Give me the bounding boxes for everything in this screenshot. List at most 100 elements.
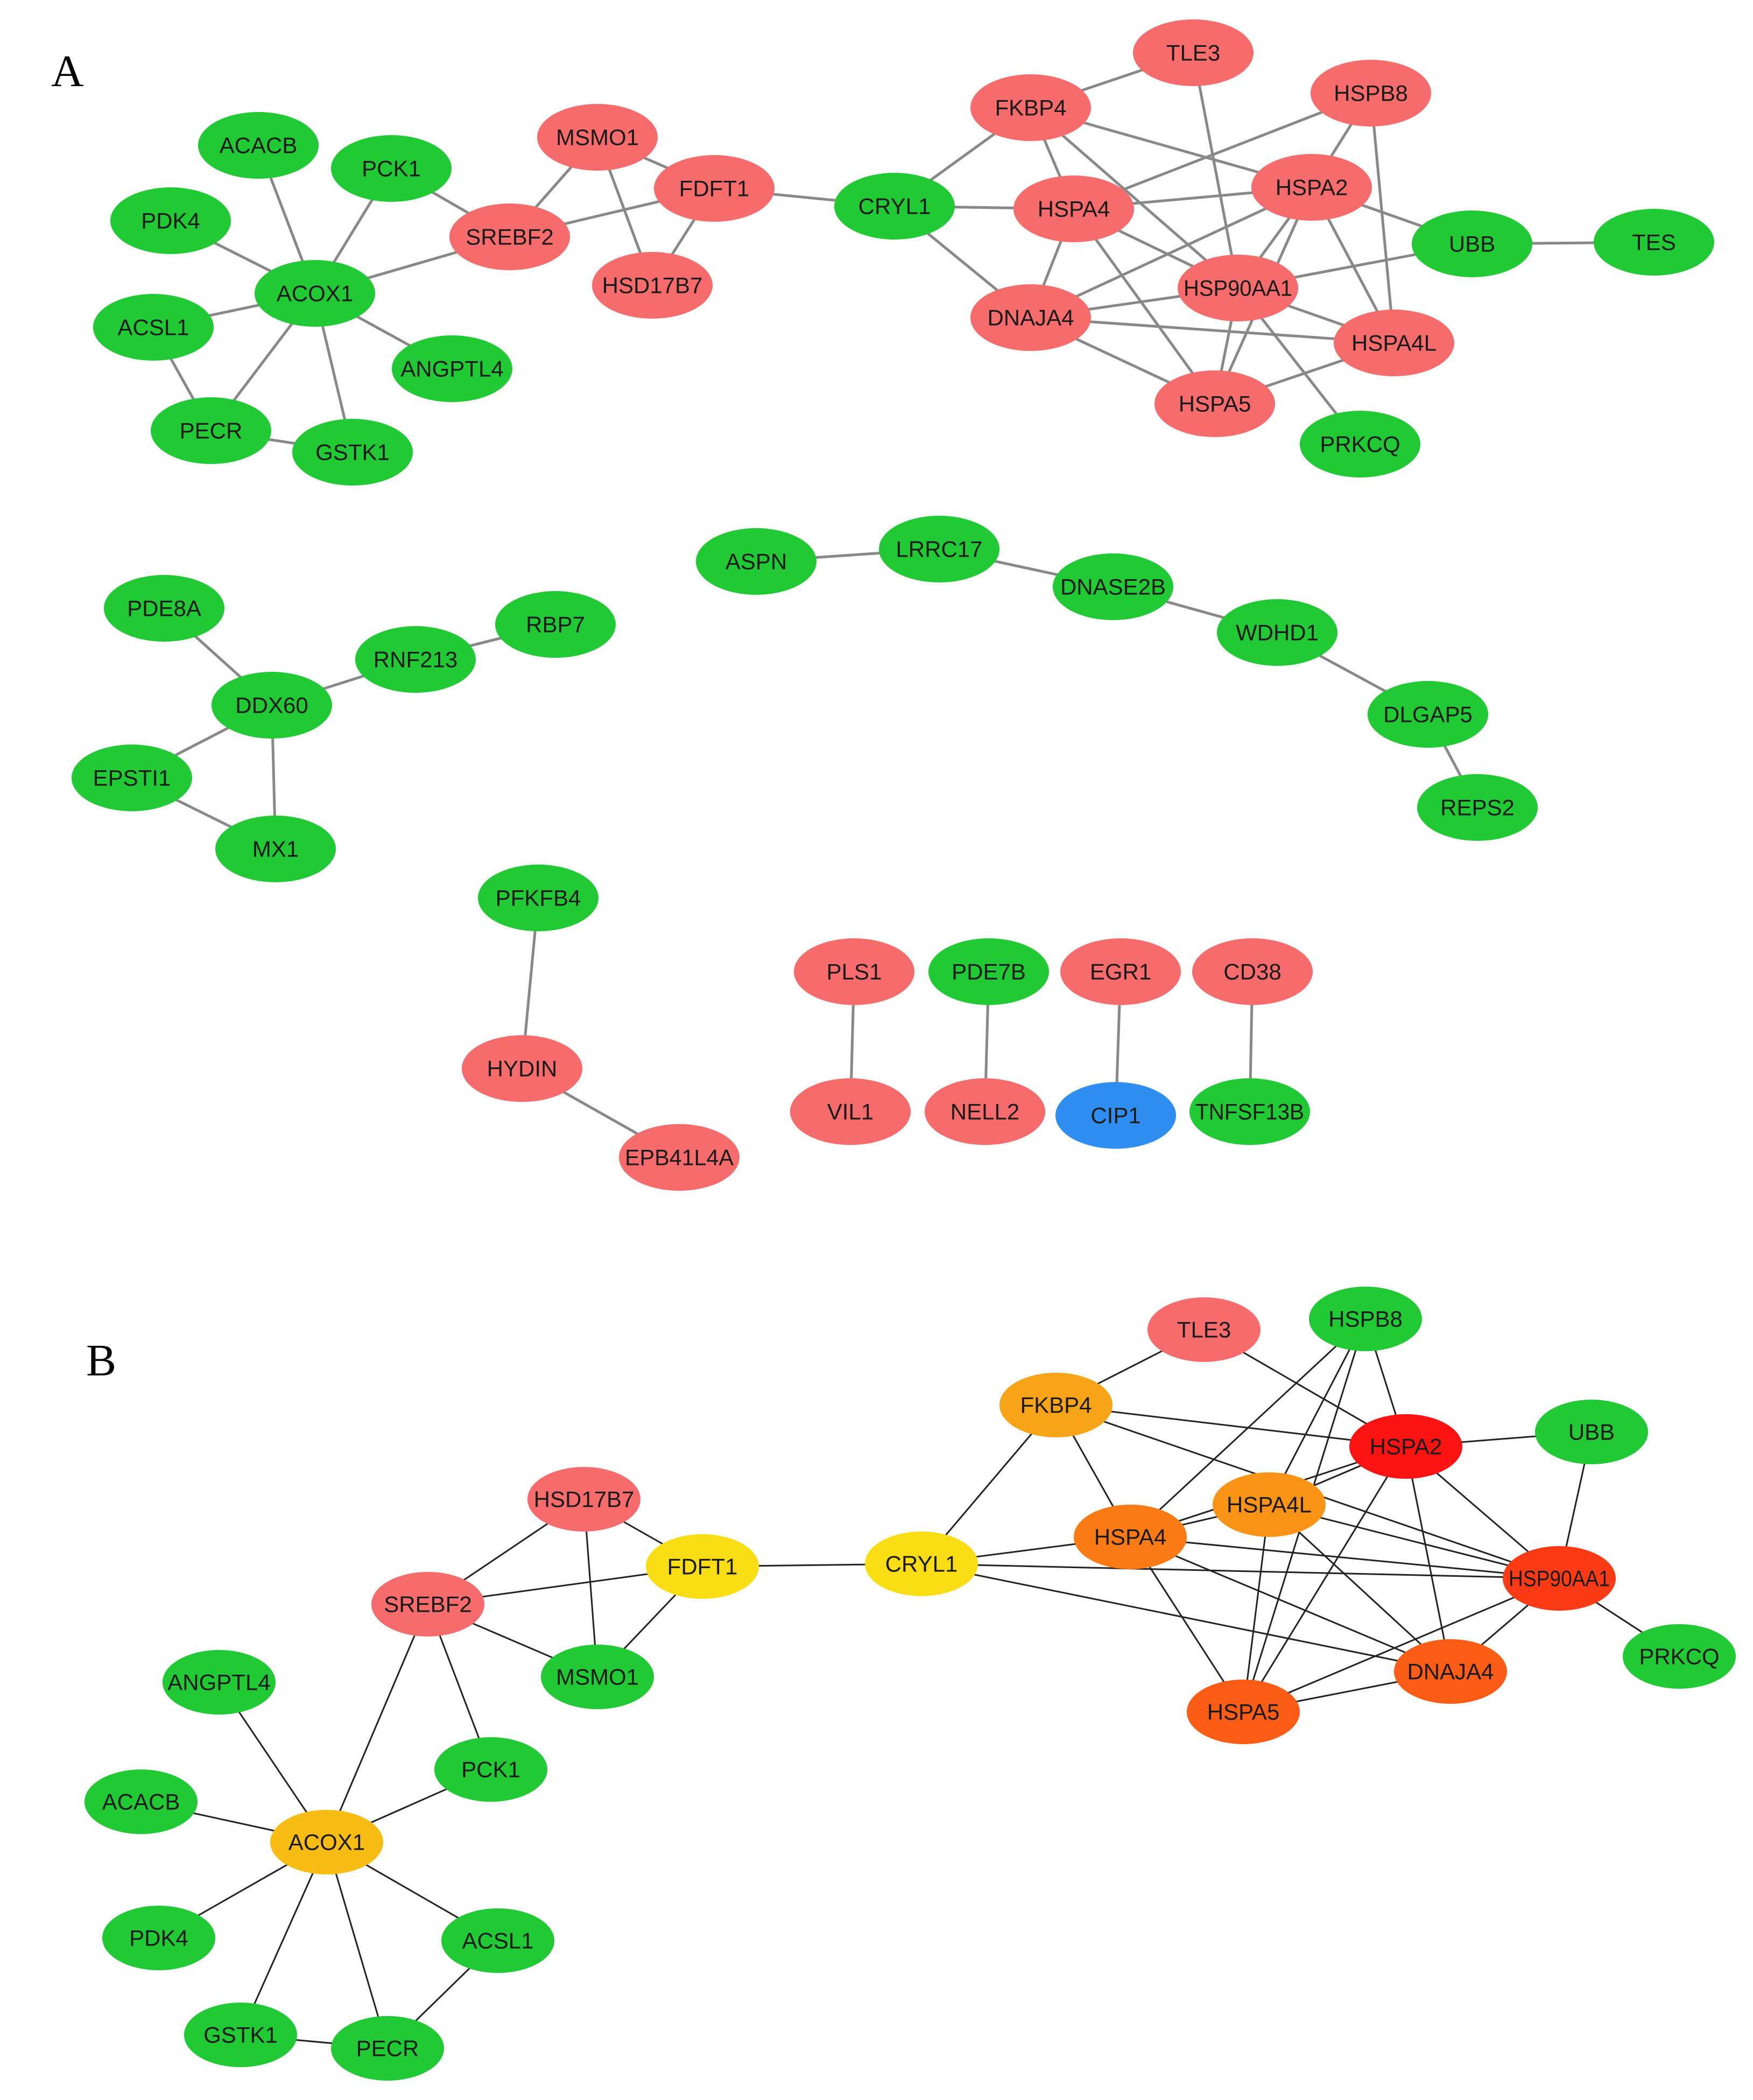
node-label: TLE3 [1177,1317,1231,1343]
edge-hspa4-hsp90aa1 [1130,1536,1560,1579]
node-ellipse [331,2016,444,2081]
node-ellipse [1154,370,1275,437]
node-ddx60: DDX60 [212,672,332,739]
node-label: ANGPTL4 [167,1670,270,1695]
node-fkbp4: FKBP4 [970,74,1091,141]
node-label: ACACB [102,1789,180,1815]
node-tle3: TLE3 [1147,1297,1261,1362]
node-ellipse [93,294,214,361]
node-label: HSPA5 [1179,391,1251,417]
node-label: DNAJA4 [987,305,1074,331]
node-pfkfb4: PFKFB4 [478,865,599,931]
node-msmo1: MSMO1 [541,1645,654,1709]
node-acacb: ACACB [198,112,319,179]
node-pck1: PCK1 [331,135,452,202]
node-ellipse [110,187,231,254]
node-hspa2: HSPA2 [1251,154,1372,221]
node-dnaja4: DNAJA4 [1394,1639,1507,1704]
node-label: HSPA2 [1276,175,1348,200]
node-label: RNF213 [374,647,457,672]
node-ellipse [865,1532,978,1596]
node-label: HSD17B7 [534,1487,635,1512]
node-ellipse [1178,255,1298,321]
node-label: GSTK1 [203,2022,278,2048]
node-ellipse [537,104,658,171]
edge-srebf2-acox1 [326,1604,429,1843]
edge-dnaja4-hspa4l [1030,316,1395,345]
node-acacb: ACACB [85,1769,198,1834]
node-ubb: UBB [1535,1400,1648,1464]
node-ellipse [1213,1472,1326,1537]
node-srebf2: SREBF2 [449,203,570,270]
node-label: SREBF2 [384,1592,471,1617]
node-label: ACSL1 [117,315,189,340]
node-label: ANGPTL4 [400,356,503,382]
node-label: FKBP4 [1020,1393,1092,1418]
node-reps2: REPS2 [1417,774,1538,841]
node-label: HSPB8 [1328,1307,1403,1332]
node-label: HSPA5 [1207,1699,1280,1725]
node-label: HSP90AA1 [1509,1566,1610,1591]
node-label: PRKCQ [1639,1644,1719,1669]
node-angptl4: ANGPTL4 [163,1650,276,1715]
node-label: HSPA4L [1351,331,1437,356]
node-ellipse [541,1645,654,1709]
node-epsti1: EPSTI1 [72,745,192,811]
node-pde8a: PDE8A [104,575,224,642]
node-ellipse [1334,310,1454,376]
node-ellipse [1535,1400,1648,1464]
node-ellipse [879,516,999,582]
node-tle3: TLE3 [1133,19,1254,86]
node-label: SREBF2 [466,224,553,250]
node-ellipse [434,1737,547,1802]
edge-hspa4-dnaja4 [1130,1536,1451,1673]
node-pdk4: PDK4 [110,187,231,254]
node-hspb8: HSPB8 [1311,60,1431,127]
node-label: DLGAP5 [1383,702,1473,727]
node-ellipse [654,155,775,222]
node-hspa2: HSPA2 [1349,1414,1462,1479]
node-hspa4: HSPA4 [1074,1505,1187,1569]
node-label: GSTK1 [315,440,390,465]
node-label: FDFT1 [679,176,750,201]
node-pecr: PECR [331,2016,444,2081]
node-dnase2b: DNASE2B [1053,553,1173,620]
node-tnfsf13b: TNFSF13B [1189,1078,1310,1145]
edge-hspa4l-dnaja4 [1268,1504,1452,1673]
node-srebf2: SREBF2 [371,1572,484,1637]
node-mx1: MX1 [215,816,336,882]
node-label: ACACB [220,133,298,158]
node-ellipse [215,816,336,882]
node-acox1: ACOX1 [270,1810,383,1874]
node-label: FDFT1 [667,1554,738,1579]
node-ellipse [102,1906,215,1970]
panel-a-nodes: ACACBPCK1PDK4ACOX1ACSL1ANGPTL4PECRGSTK1M… [72,19,1714,1191]
edge-hsp90aa1-cryl1 [921,1563,1560,1579]
node-label: TLE3 [1166,40,1220,66]
node-ellipse [1133,19,1254,86]
node-label: HSPA4 [1038,196,1110,222]
node-ellipse [1394,1639,1507,1704]
node-ellipse [371,1572,484,1637]
node-ellipse [270,1810,383,1874]
node-ellipse [1300,411,1420,477]
node-label: PDE7B [952,959,1026,985]
node-label: HSP90AA1 [1184,276,1292,301]
node-label: LRRC17 [896,537,982,562]
node-pde7b: PDE7B [928,938,1049,1005]
edge-cryl1-dnaja4 [921,1563,1451,1673]
node-ellipse [1189,1078,1310,1145]
node-label: PCK1 [461,1757,520,1782]
node-hspa4: HSPA4 [1013,175,1134,242]
node-ellipse [198,112,319,179]
node-label: MSMO1 [556,1664,639,1690]
node-ellipse [1192,938,1313,1005]
node-pdk4: PDK4 [102,1906,215,1970]
node-ellipse [925,1078,1045,1145]
edge-fkbp4-hsp90aa1 [1030,107,1239,289]
edge-hsp90aa1-hspa5 [1243,1577,1560,1713]
node-label: CD38 [1223,959,1281,985]
node-ellipse [292,419,413,486]
